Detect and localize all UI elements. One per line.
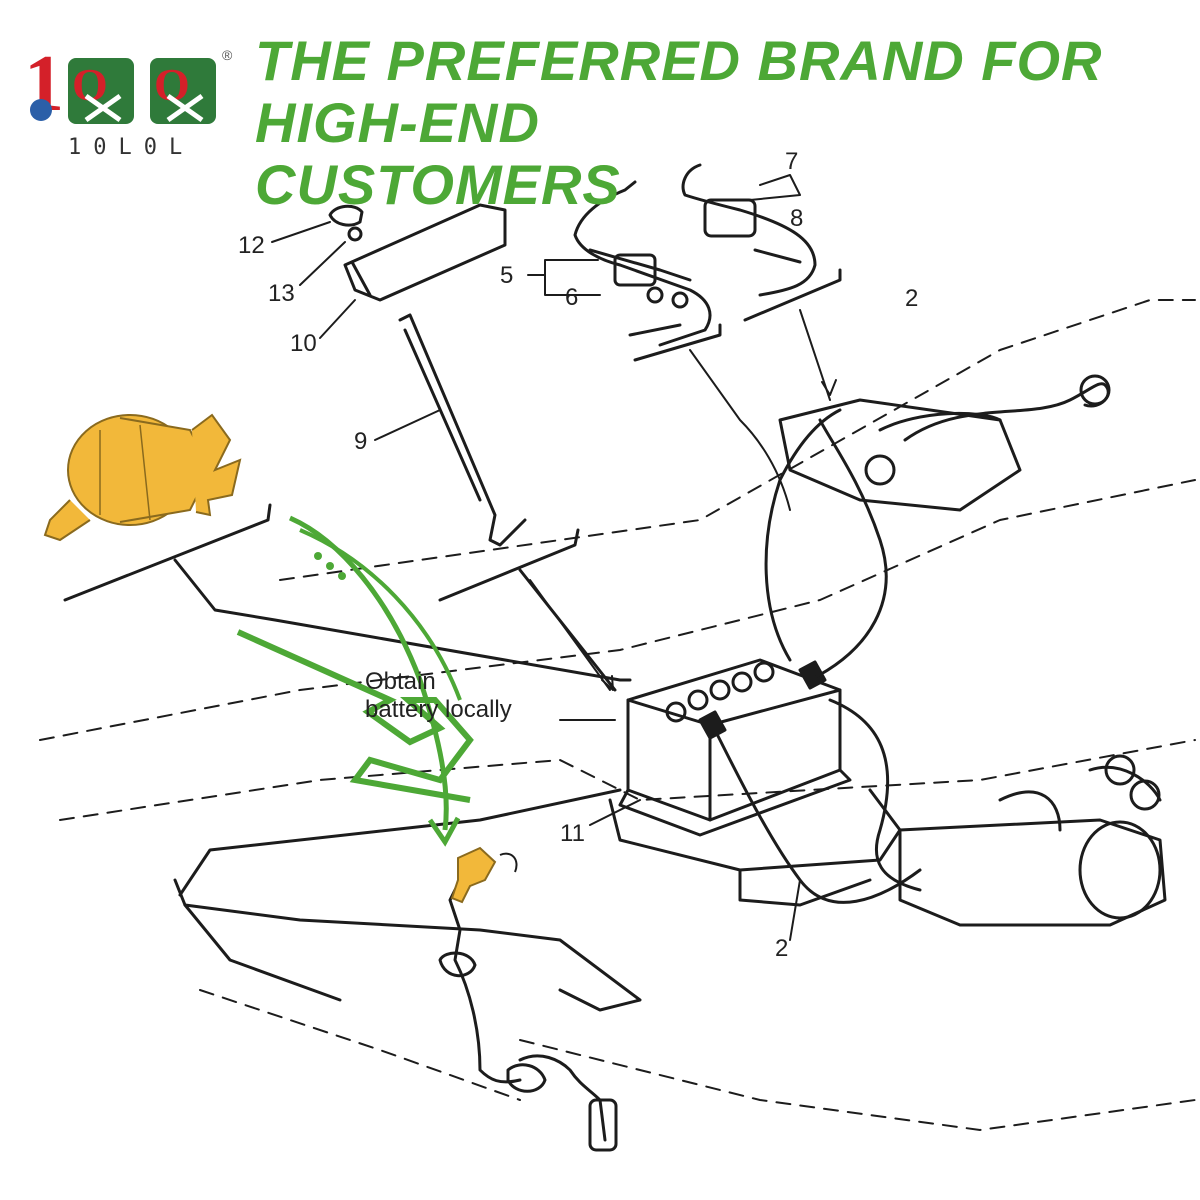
brand-name: 10L0L: [68, 135, 195, 160]
part-number-8: 8: [790, 205, 804, 232]
svg-text:O: O: [154, 59, 190, 110]
highlighted-part-connector: [450, 846, 518, 904]
brand-logo: 1 O O ®: [24, 40, 233, 128]
headline-line-2: CUSTOMERS: [255, 153, 621, 216]
logo-square-left: [68, 58, 134, 124]
svg-text:O: O: [72, 59, 108, 110]
green-arrows: [236, 515, 474, 847]
part-number-9: 9: [354, 428, 368, 455]
callout-line-2: battery locally: [365, 696, 512, 723]
part-number-2-top: 2: [905, 285, 919, 312]
headline: THE PREFERRED BRAND FOR HIGH-END CUSTOME…: [255, 30, 1185, 216]
logo-square-right: [150, 58, 216, 124]
part-number-13: 13: [268, 280, 295, 307]
part-number-12: 12: [238, 232, 265, 259]
callout-line-1: Obtain: [365, 668, 436, 695]
registered-mark: ®: [222, 47, 233, 63]
part-number-10: 10: [290, 330, 317, 357]
part-number-2-bottom: 2: [775, 935, 789, 962]
part-number-5: 5: [500, 262, 514, 289]
battery-callout: Obtain battery locally: [365, 668, 512, 724]
diagram-lineart: [39, 163, 1196, 1152]
part-number-7: 7: [785, 148, 799, 175]
part-number-11: 11: [560, 820, 585, 847]
highlighted-part-pump: [43, 413, 242, 542]
headline-line-1: THE PREFERRED BRAND FOR HIGH-END: [255, 29, 1103, 154]
part-number-6: 6: [565, 284, 579, 311]
globe-icon: [30, 99, 52, 121]
